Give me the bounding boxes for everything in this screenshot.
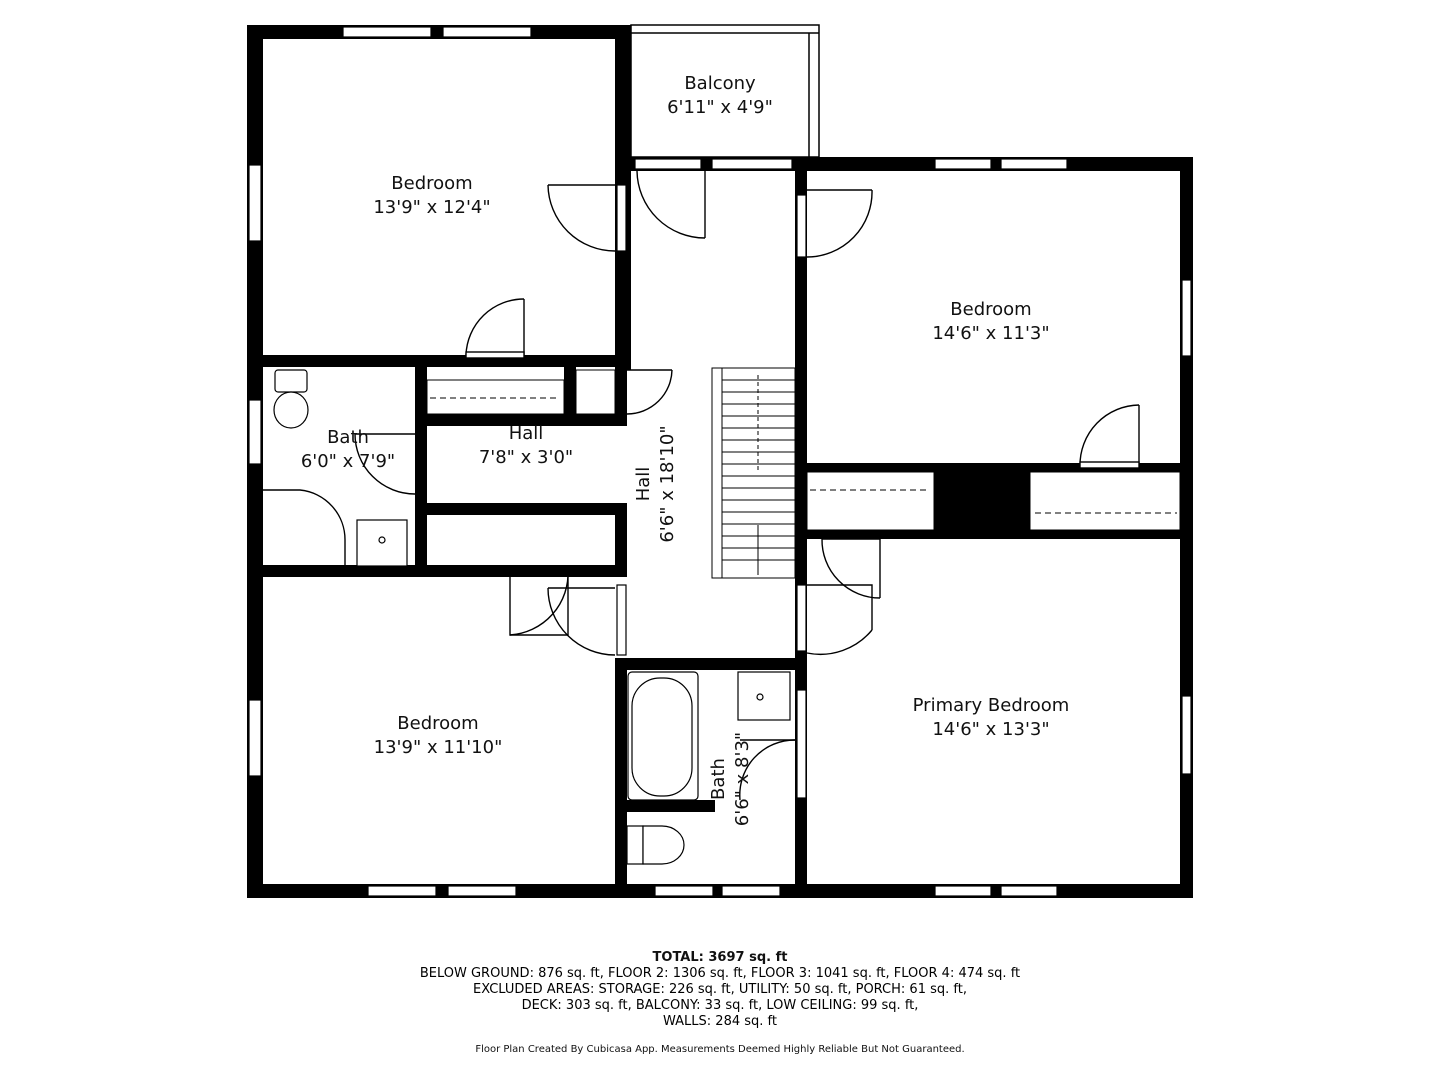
room-primary-bedroom: Primary Bedroom 14'6" x 13'3" xyxy=(876,694,1106,742)
room-size: 13'9" x 12'4" xyxy=(373,197,491,218)
room-bedroom-sw: Bedroom 13'9" x 11'10" xyxy=(338,712,538,760)
stairs xyxy=(711,367,796,579)
fixtures xyxy=(273,369,791,865)
room-hall-main: Hall 6'6" x 18'10" xyxy=(632,404,680,564)
balcony-rails xyxy=(630,24,820,158)
room-name: Primary Bedroom xyxy=(912,695,1070,716)
area-line: DECK: 303 sq. ft, BALCONY: 33 sq. ft, LO… xyxy=(521,998,919,1013)
room-size: 6'6" x 8'3" xyxy=(732,731,753,827)
room-size: 7'8" x 3'0" xyxy=(478,447,574,468)
room-balcony: Balcony 6'11" x 4'9" xyxy=(620,72,820,120)
doors xyxy=(263,170,1140,801)
room-bedroom-ne: Bedroom 14'6" x 11'3" xyxy=(891,298,1091,346)
area-breakdown: BELOW GROUND: 876 sq. ft, FLOOR 2: 1306 … xyxy=(0,966,1440,1030)
area-line: EXCLUDED AREAS: STORAGE: 226 sq. ft, UTI… xyxy=(473,982,967,997)
room-hall-small: Hall 7'8" x 3'0" xyxy=(446,422,606,470)
total-area: TOTAL: 3697 sq. ft xyxy=(652,950,788,965)
room-name: Bath xyxy=(708,758,729,800)
room-name: Balcony xyxy=(684,73,756,94)
room-bath-w: Bath 6'0" x 7'9" xyxy=(268,426,428,474)
room-name: Bedroom xyxy=(950,299,1032,320)
closet-shelves xyxy=(426,369,1181,531)
walls xyxy=(247,25,1193,898)
room-name: Bedroom xyxy=(391,173,473,194)
room-name: Hall xyxy=(508,423,544,444)
room-size: 14'6" x 13'3" xyxy=(932,719,1050,740)
windows xyxy=(248,26,1192,897)
room-size: 14'6" x 11'3" xyxy=(932,323,1050,344)
room-bedroom-nw: Bedroom 13'9" x 12'4" xyxy=(332,172,532,220)
room-size: 6'0" x 7'9" xyxy=(300,451,396,472)
room-name: Bedroom xyxy=(397,713,479,734)
room-size: 6'6" x 18'10" xyxy=(657,425,678,543)
room-name: Hall xyxy=(633,466,654,502)
room-size: 13'9" x 11'10" xyxy=(373,737,503,758)
credit-note: Floor Plan Created By Cubicasa App. Meas… xyxy=(475,1044,965,1055)
room-size: 6'11" x 4'9" xyxy=(667,97,773,118)
area-line: WALLS: 284 sq. ft xyxy=(663,1014,777,1029)
room-bath-s: Bath 6'6" x 8'3" xyxy=(707,699,755,859)
area-line: BELOW GROUND: 876 sq. ft, FLOOR 2: 1306 … xyxy=(419,966,1021,981)
room-name: Bath xyxy=(327,427,369,448)
